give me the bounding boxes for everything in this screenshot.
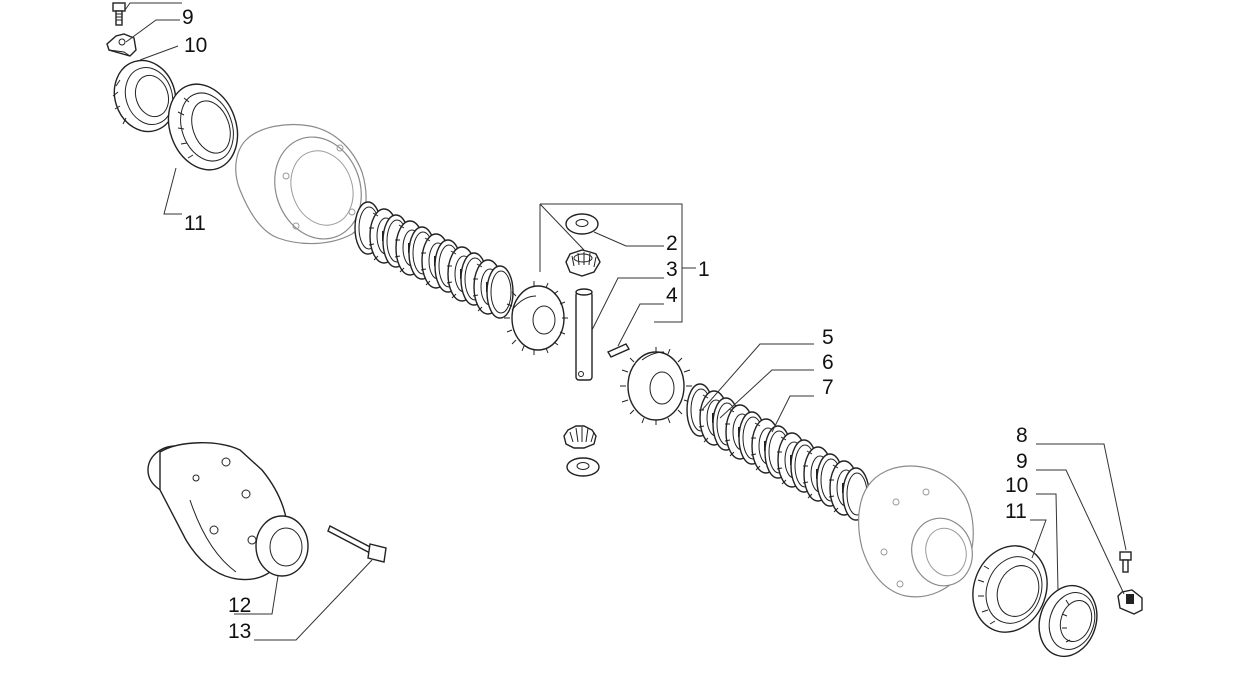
callout-10-top: 10	[184, 34, 207, 57]
clutch-pack-left	[354, 201, 514, 319]
callout-7: 7	[822, 376, 834, 399]
ring-nut-top	[112, 59, 177, 133]
callout-3: 3	[666, 258, 678, 281]
callout-2: 2	[666, 232, 678, 255]
pinion-gear-top	[565, 249, 601, 277]
pinion-gear-bottom	[563, 425, 597, 449]
callout-12: 12	[228, 594, 251, 617]
lock-plate-bottom	[1117, 589, 1143, 615]
side-gear-right	[620, 347, 692, 425]
leader-lines	[124, 2, 1127, 641]
cross-shaft	[575, 288, 593, 381]
spring-pin	[606, 343, 631, 358]
differential-housing-half-right	[858, 465, 974, 598]
thrust-washer-bottom	[566, 457, 600, 477]
long-bolt	[327, 525, 387, 563]
callout-9-top: 9	[182, 6, 194, 29]
bearing-bottom	[972, 545, 1048, 633]
callout-9-bottom: 9	[1016, 450, 1028, 473]
callout-numbers: 9 10 11 1 2 3 4 5 6 7 8 9 10 11 12 13	[182, 6, 1028, 643]
callout-11-bottom: 11	[1005, 500, 1027, 523]
differential-assembly	[147, 442, 309, 581]
callout-13: 13	[228, 620, 251, 643]
screw-bottom	[1119, 551, 1132, 573]
ring-nut-bottom	[1038, 584, 1098, 658]
callout-4: 4	[666, 284, 678, 307]
callout-11-top: 11	[184, 212, 206, 235]
clutch-pack-right	[686, 383, 870, 521]
callout-6: 6	[822, 351, 834, 374]
callout-5: 5	[822, 326, 834, 349]
differential-housing-half-left	[235, 123, 367, 245]
callout-10-bottom: 10	[1005, 474, 1028, 497]
side-gear-left	[504, 281, 568, 355]
bearing-top	[167, 83, 239, 171]
screw-top	[112, 2, 126, 26]
callout-1: 1	[698, 258, 710, 281]
thrust-washer-top	[565, 213, 599, 235]
callout-8: 8	[1016, 424, 1028, 447]
